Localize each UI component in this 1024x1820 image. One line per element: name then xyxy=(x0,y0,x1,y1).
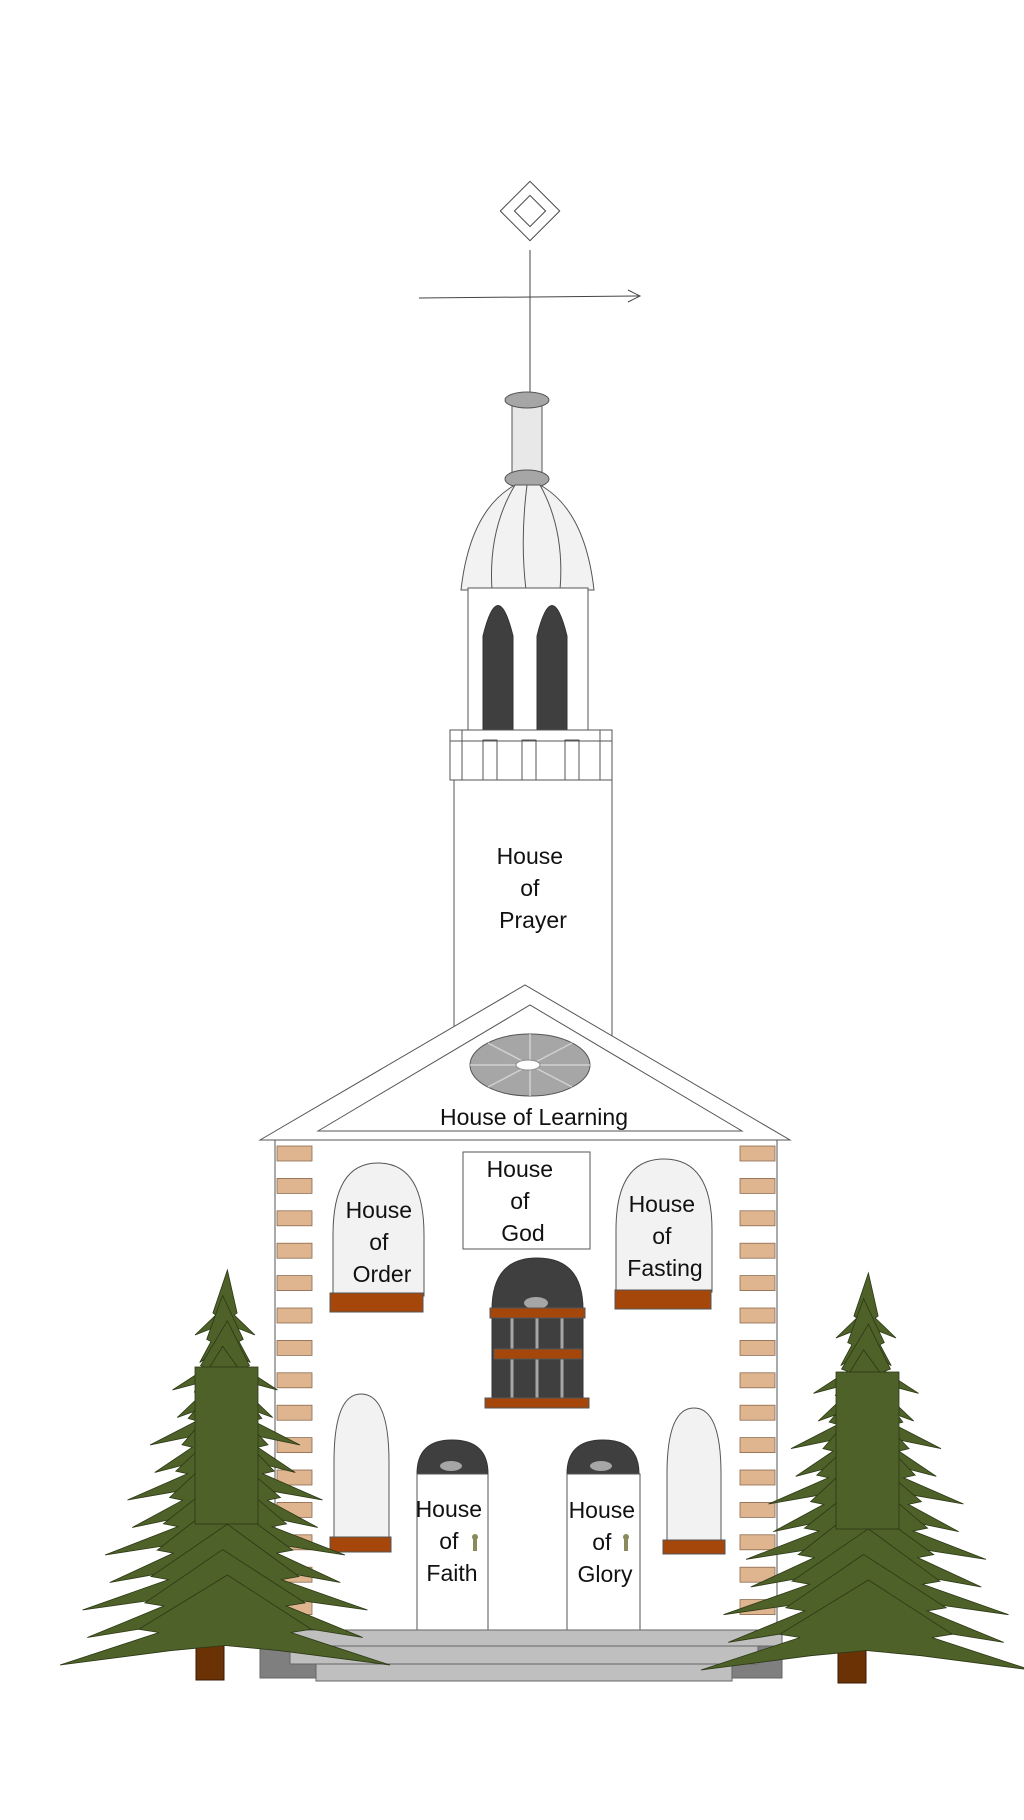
house-of-god-label: House of God xyxy=(487,1156,560,1246)
window-house-of-order xyxy=(329,1162,425,1313)
door-house-of-faith[interactable] xyxy=(416,1439,489,1633)
tree-panel xyxy=(835,1371,900,1530)
quoin-right xyxy=(739,1469,776,1486)
belfry xyxy=(467,587,589,741)
lower-window-right xyxy=(662,1407,726,1555)
tower-balustrade xyxy=(449,729,613,783)
quoin-left xyxy=(276,1307,313,1324)
quoin-right xyxy=(739,1534,776,1551)
lower-window-left xyxy=(329,1393,392,1553)
tree-panel xyxy=(194,1366,259,1525)
quoin-right xyxy=(739,1178,776,1194)
spire-finial xyxy=(504,391,550,489)
tree-foliage xyxy=(700,1579,1024,1671)
belfry-opening-left xyxy=(482,605,514,731)
quoin-right xyxy=(739,1437,776,1453)
cupola-dome xyxy=(460,484,595,591)
house-of-god-panel xyxy=(462,1151,591,1250)
quoin-right xyxy=(739,1372,776,1389)
quoin-left xyxy=(276,1242,313,1259)
house-of-fasting-label: House of Fasting xyxy=(627,1191,702,1281)
quoin-right xyxy=(739,1145,776,1162)
house-of-order-label: House of Order xyxy=(346,1197,419,1287)
quoin-right xyxy=(739,1275,776,1291)
quoin-right xyxy=(739,1242,776,1259)
quoin-left xyxy=(276,1372,313,1389)
quoin-right xyxy=(739,1566,776,1583)
quoin-left xyxy=(276,1145,313,1162)
door-knob-icon xyxy=(623,1534,629,1551)
rose-window xyxy=(469,1033,591,1097)
belfry-opening-right xyxy=(536,605,568,731)
tree-icon xyxy=(700,1271,1024,1684)
tree-foliage xyxy=(59,1574,391,1666)
house-of-faith-label: House of Faith xyxy=(416,1496,489,1586)
quoin-right xyxy=(739,1404,776,1421)
window-house-of-fasting xyxy=(614,1158,713,1310)
door-knob-icon xyxy=(472,1534,478,1551)
house-of-glory-label: House of Glory xyxy=(569,1497,642,1587)
house-of-prayer-label: House of Prayer xyxy=(497,843,570,933)
door-house-of-glory[interactable] xyxy=(566,1439,641,1633)
quoin-right xyxy=(739,1210,776,1227)
quoin-right xyxy=(739,1340,776,1356)
center-arched-window xyxy=(484,1257,590,1409)
quoin-left xyxy=(276,1210,313,1227)
tree-icon xyxy=(59,1268,391,1681)
quoin-left xyxy=(276,1340,313,1356)
weathervane-icon xyxy=(418,180,642,400)
house-of-learning-label: House of Learning xyxy=(440,1104,628,1130)
quoin-right xyxy=(739,1307,776,1324)
quoin-left xyxy=(276,1275,313,1291)
quoin-left xyxy=(276,1404,313,1421)
quoin-right xyxy=(739,1502,776,1518)
quoin-left xyxy=(276,1178,313,1194)
quoin-left xyxy=(276,1469,313,1486)
